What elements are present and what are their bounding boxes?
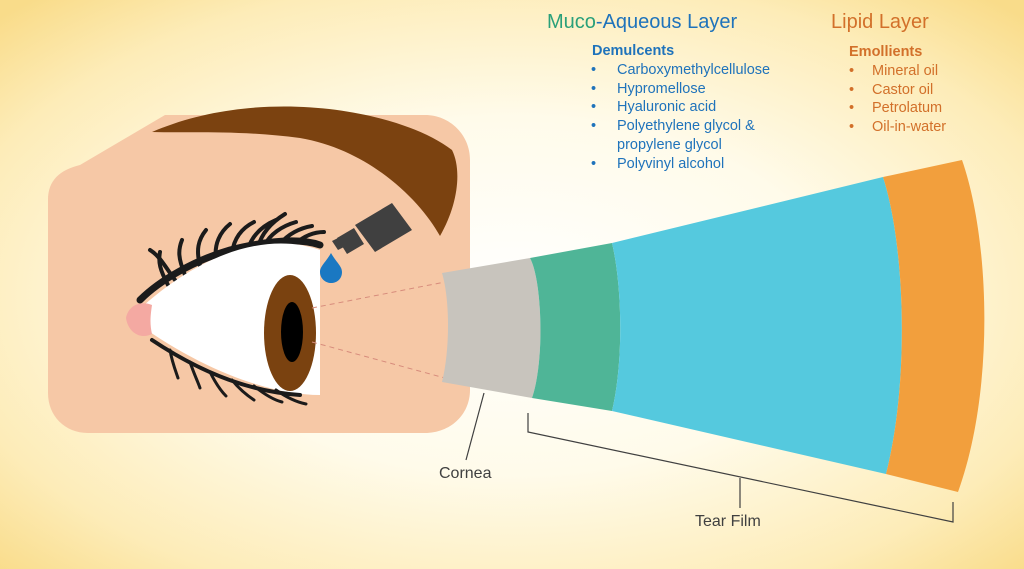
demulcent-item: Polyethylene glycol & [591,117,770,136]
emollient-item: Mineral oil [849,62,946,81]
demulcent-item: Polyvinyl alcohol [591,155,770,174]
tear-film-label: Tear Film [695,513,761,530]
cornea-band [442,258,541,398]
demulcent-item-continuation: propylene glycol [617,136,722,153]
eye-drop-bottle-icon [332,203,412,254]
label-leaders [465,392,954,523]
lipid-layer-title: Lipid Layer [831,11,929,33]
pupil [281,302,303,362]
emollients-list: Mineral oil Castor oil Petrolatum Oil-in… [849,62,946,137]
eyebrow [152,106,458,237]
aqueous-title-part: -Aqueous Layer [595,11,738,33]
emollient-item: Petrolatum [849,99,946,118]
muco-aqueous-layer-title: Muco-Aqueous Layer [547,10,737,34]
lower-eyelashes [150,338,308,406]
projection-lines [311,281,446,379]
muco-title-part: Muco [547,11,596,33]
demulcent-item: Hyaluronic acid [591,98,770,117]
tear-duct [126,303,152,337]
emollient-item: Oil-in-water [849,118,946,137]
cornea-label: Cornea [439,465,492,482]
emollients-heading: Emollients [849,44,923,60]
aqueous-band [612,177,902,474]
lipid-band [883,160,985,492]
emollient-item: Castor oil [849,81,946,100]
demulcent-item: Carboxymethylcellulose [591,61,770,80]
water-drop-icon [320,253,342,283]
upper-eyelashes [136,212,326,304]
demulcents-heading: Demulcents [592,43,675,59]
demulcents-list: Carboxymethylcellulose Hypromellose Hyal… [591,61,770,173]
mucin-band [530,243,621,411]
demulcent-item: Hypromellose [591,80,770,99]
